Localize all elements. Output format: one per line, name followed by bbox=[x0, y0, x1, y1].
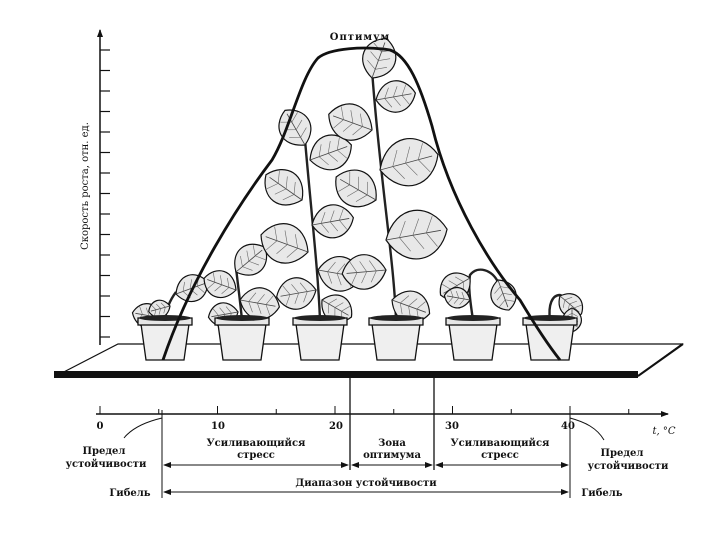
y-axis: Скорость роста, отн. ед. bbox=[80, 29, 110, 345]
zone-optimum-line2: оптимума bbox=[363, 450, 421, 461]
plant-6 bbox=[548, 293, 584, 333]
x-tick-20: 20 bbox=[329, 421, 343, 432]
leaf bbox=[260, 223, 309, 264]
zone-optimum-line1: Зона bbox=[378, 438, 406, 449]
leaf bbox=[148, 299, 171, 319]
leaf bbox=[328, 103, 373, 141]
flower-pot bbox=[292, 315, 348, 361]
x-tick-0: 0 bbox=[97, 421, 104, 432]
x-tick-10: 10 bbox=[211, 421, 225, 432]
optimum-label: Оптимум bbox=[330, 32, 390, 43]
left-limit-line2: устойчивости bbox=[66, 459, 147, 470]
flower-pot bbox=[445, 315, 501, 361]
leaf bbox=[341, 254, 387, 290]
leaf bbox=[239, 287, 281, 320]
leaf bbox=[309, 134, 352, 171]
leaf bbox=[311, 204, 354, 239]
leaf bbox=[379, 138, 439, 187]
pots bbox=[137, 315, 578, 361]
x-axis: 0 10 20 30 40 t, °C bbox=[96, 406, 676, 437]
leaf bbox=[203, 270, 237, 299]
leaf bbox=[385, 209, 448, 260]
leaf bbox=[278, 109, 312, 146]
leaf bbox=[375, 80, 417, 113]
right-limit-line1: Предел bbox=[601, 448, 644, 459]
leaf bbox=[335, 169, 377, 208]
growth-curve bbox=[161, 46, 562, 361]
range-label: Диапазон устойчивости bbox=[295, 478, 437, 489]
stem bbox=[303, 139, 322, 321]
flower-pot bbox=[522, 315, 578, 361]
leaf bbox=[264, 169, 304, 206]
plant-5 bbox=[439, 268, 517, 321]
right-limit: Предел устойчивости Гибель bbox=[569, 417, 669, 499]
zone-arrows bbox=[163, 462, 569, 495]
flower-pot bbox=[368, 315, 424, 361]
flower-pot bbox=[214, 315, 270, 361]
right-death-label: Гибель bbox=[581, 488, 622, 499]
zone-labels: Усиливающийся стресс Зона оптимума Усили… bbox=[207, 438, 551, 461]
left-death-label: Гибель bbox=[109, 488, 150, 499]
y-axis-label: Скорость роста, отн. ед. bbox=[80, 122, 91, 250]
plant-4 bbox=[328, 37, 448, 324]
plants bbox=[131, 37, 584, 333]
zone-right-stress-line2: стресс bbox=[481, 450, 519, 461]
zone-right-stress-line1: Усиливающийся bbox=[451, 438, 551, 449]
x-axis-label: t, °C bbox=[652, 426, 675, 437]
zone-left-stress-line2: стресс bbox=[237, 450, 275, 461]
x-tick-40: 40 bbox=[561, 421, 575, 432]
left-limit: Предел устойчивости Гибель bbox=[66, 417, 163, 499]
leaf bbox=[443, 287, 471, 309]
zone-left-stress-line1: Усиливающийся bbox=[207, 438, 307, 449]
x-tick-30: 30 bbox=[445, 421, 459, 432]
zone-boundaries bbox=[161, 378, 571, 498]
leaf bbox=[275, 277, 317, 310]
right-limit-line2: устойчивости bbox=[588, 461, 669, 472]
left-limit-line1: Предел bbox=[83, 446, 126, 457]
stem bbox=[468, 268, 500, 321]
stem bbox=[370, 69, 398, 321]
leaf bbox=[234, 243, 268, 276]
